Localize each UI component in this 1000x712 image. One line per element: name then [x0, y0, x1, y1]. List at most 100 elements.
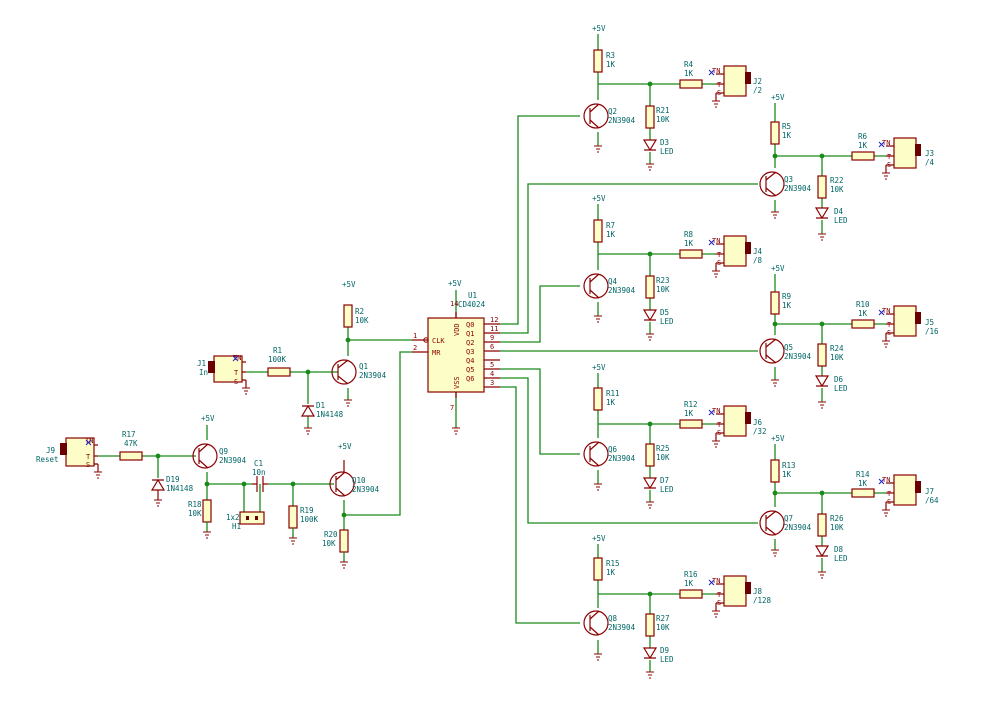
- r21-value: 10K: [656, 115, 670, 124]
- j8-tn: TN: [712, 577, 720, 585]
- u1-pin5: 5: [490, 361, 494, 369]
- q6-ref: Q6: [608, 445, 618, 454]
- j6-tn: TN: [712, 407, 720, 415]
- transistor-q10: +5V Q10 2N3904: [329, 442, 380, 497]
- jack-j7: TN T S J7 /64: [882, 474, 939, 510]
- j2-t: T: [717, 81, 722, 89]
- r10-ref: R10: [856, 300, 870, 309]
- stage-q5: +5V R9 1K R10 1K R24 10K D6 LED Q5 2N390…: [759, 264, 886, 402]
- d7-ref: D7: [660, 476, 669, 485]
- u1-pin2: 2: [413, 344, 417, 352]
- r27-value: 10K: [656, 623, 670, 632]
- q6-vcc-label: +5V: [592, 363, 606, 372]
- resistor-r1: R1 100K: [267, 346, 291, 377]
- u1-q6: Q6: [466, 375, 474, 383]
- d19-ref: D19: [166, 475, 180, 484]
- j9-s: S: [86, 461, 90, 469]
- r12-ref: R12: [684, 400, 698, 409]
- r20-ref: R20: [324, 530, 338, 539]
- j3-t: T: [887, 153, 892, 161]
- r16-ref: R16: [684, 570, 698, 579]
- j5-s: S: [887, 329, 891, 337]
- q5-ref: Q5: [784, 343, 793, 352]
- j5-t: T: [887, 321, 892, 329]
- resistor-r2: +5V R2 10K: [342, 280, 369, 328]
- stage-q4: +5V R7 1K R8 1K R23 10K D5 LED Q4 2N3904: [583, 194, 716, 334]
- r15-ref: R15: [606, 559, 620, 568]
- u1-mr-pin: MR: [432, 349, 441, 357]
- d8-ref: D8: [834, 545, 844, 554]
- r14-value: 1K: [858, 479, 868, 488]
- u1-vss-pin: VSS: [453, 376, 461, 389]
- d5-value: LED: [660, 317, 674, 326]
- q9-vcc-label: +5V: [201, 414, 215, 423]
- jack-j6: TN T S J6 /32: [712, 405, 767, 441]
- r11-ref: R11: [606, 389, 620, 398]
- j4-label: /8: [753, 256, 763, 265]
- r21-ref: R21: [656, 106, 670, 115]
- r14-ref: R14: [856, 470, 870, 479]
- q4-value: 2N3904: [608, 286, 636, 295]
- q3-ref: Q3: [784, 175, 793, 184]
- r19-value: 100K: [300, 515, 319, 524]
- u1-q0: Q0: [466, 321, 474, 329]
- r7-value: 1K: [606, 230, 616, 239]
- d3-value: LED: [660, 147, 674, 156]
- r7-ref: R7: [606, 221, 615, 230]
- q10-ref: Q10: [352, 476, 366, 485]
- j1-tn: TN: [233, 354, 241, 362]
- d3-ref: D3: [660, 138, 669, 147]
- r5-value: 1K: [782, 131, 792, 140]
- r17-value: 47K: [124, 439, 138, 448]
- r8-value: 1K: [684, 239, 694, 248]
- j6-t: T: [717, 421, 722, 429]
- j4-s: S: [717, 259, 721, 267]
- u1-pin14: 14: [450, 300, 458, 308]
- j3-s: S: [887, 161, 891, 169]
- j7-label: /64: [925, 496, 939, 505]
- d4-value: LED: [834, 216, 848, 225]
- h1-ref: H1: [232, 522, 241, 531]
- q7-ref: Q7: [784, 514, 793, 523]
- transistor-q9: +5V Q9 2N3904: [192, 414, 247, 469]
- q5-vcc-label: +5V: [771, 264, 785, 273]
- r4-ref: R4: [684, 60, 694, 69]
- u1-pin11: 11: [490, 325, 498, 333]
- j3-ref: J3: [925, 149, 934, 158]
- r25-value: 10K: [656, 453, 670, 462]
- u1-clk-pin: CLK: [432, 337, 445, 345]
- r10-value: 1K: [858, 309, 868, 318]
- q9-value: 2N3904: [219, 456, 247, 465]
- stage-q2: +5V R3 1K R4 1K R21 10K D3 LED Q2 2N3904: [583, 24, 716, 164]
- d19-value: 1N4148: [166, 484, 194, 493]
- u1-q4: Q4: [466, 357, 474, 365]
- stage-q7: +5V R13 1K R14 1K R26 10K D8 LED Q7 2N39…: [759, 434, 886, 572]
- j8-s: S: [717, 599, 721, 607]
- j2-s: S: [717, 89, 721, 97]
- q3-value: 2N3904: [784, 184, 812, 193]
- junction-dots: [155, 337, 351, 518]
- r2-ref: R2: [355, 307, 364, 316]
- r1-value: 100K: [268, 355, 287, 364]
- c1-ref: C1: [254, 459, 263, 468]
- j7-s: S: [887, 498, 891, 506]
- r8-ref: R8: [684, 230, 694, 239]
- j3-label: /4: [925, 158, 935, 167]
- r22-ref: R22: [830, 176, 844, 185]
- r12-value: 1K: [684, 409, 694, 418]
- j5-label: /16: [925, 327, 939, 336]
- j9-ref: J9: [46, 446, 55, 455]
- u1-pin9: 9: [490, 334, 494, 342]
- j7-tn: TN: [882, 476, 890, 484]
- j8-ref: J8: [753, 587, 763, 596]
- u1-q1: Q1: [466, 330, 474, 338]
- r17-ref: R17: [122, 430, 136, 439]
- resistor-r19: R19 100K: [288, 505, 319, 538]
- r18-ref: R18: [188, 500, 202, 509]
- u1-pin7: 7: [450, 404, 454, 412]
- resistor-r20: R20 10K: [322, 529, 349, 562]
- u1-pin1: 1: [413, 332, 417, 340]
- jack-j2: TN T S J2 /2: [712, 65, 762, 101]
- resistor-r18: R18 10K: [188, 499, 212, 532]
- j2-tn: TN: [712, 67, 720, 75]
